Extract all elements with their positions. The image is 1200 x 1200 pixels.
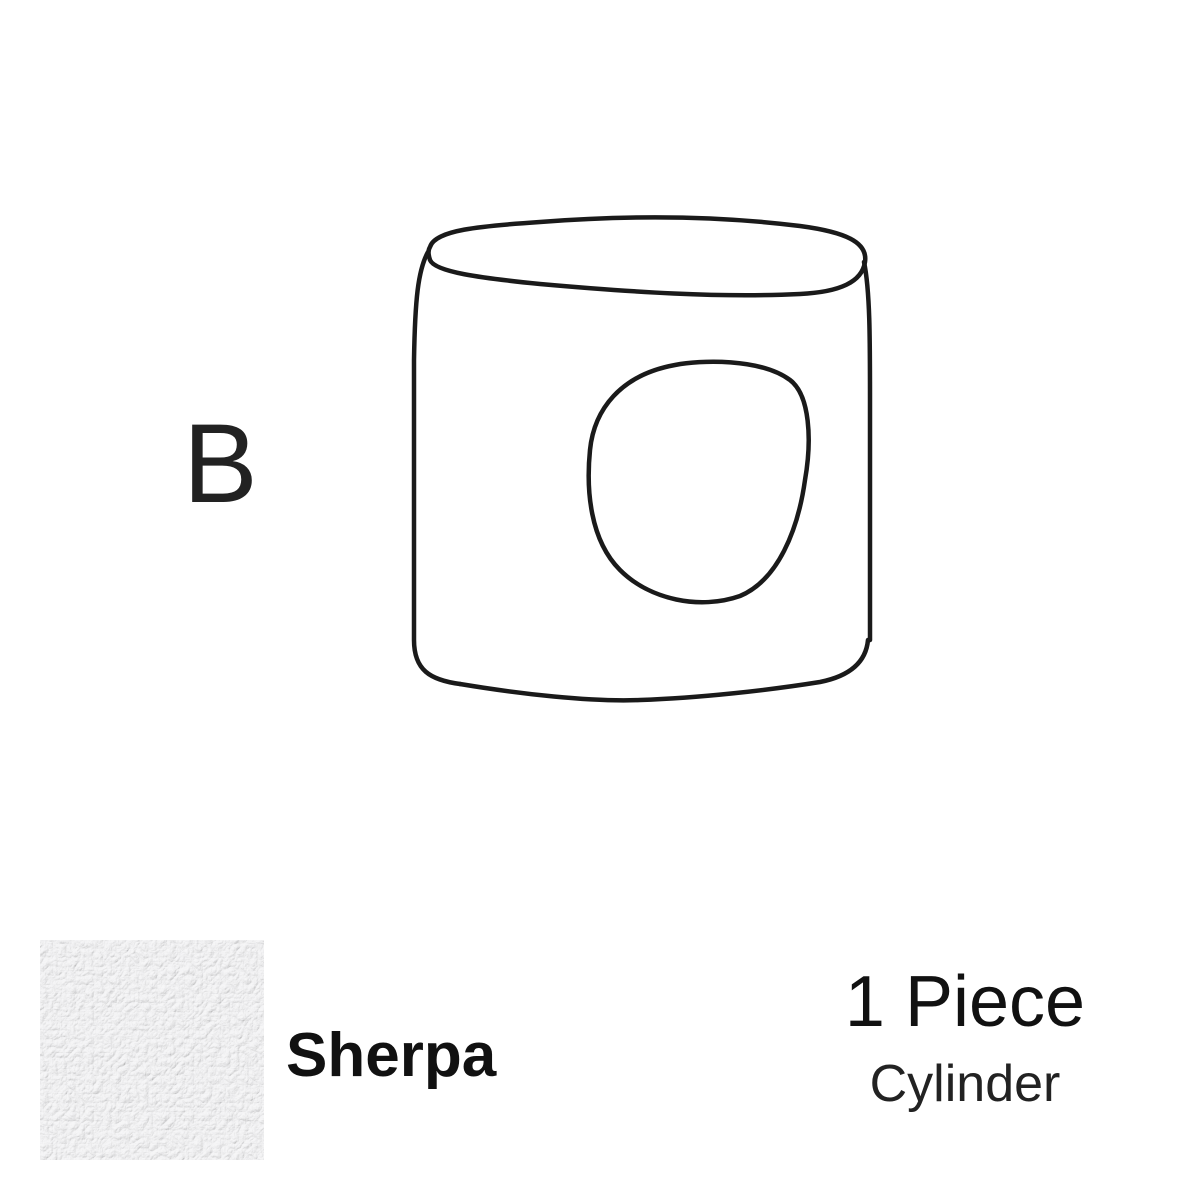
cylinder-right-side: [861, 259, 873, 643]
sherpa-texture-swatch: [40, 940, 264, 1160]
fabric-name: Sherpa: [286, 1021, 497, 1090]
cylinder-opening: [586, 359, 811, 605]
cylinder-bottom-edge: [457, 637, 871, 703]
piece-shape: Cylinder: [869, 1055, 1061, 1113]
piece-count: 1 Piece: [844, 962, 1086, 1042]
cylinder-top-rim: [426, 215, 868, 298]
cylinder-left-side: [411, 249, 463, 687]
cylinder-with-round-opening-icon: [411, 215, 873, 703]
variant-letter: B: [183, 401, 258, 526]
